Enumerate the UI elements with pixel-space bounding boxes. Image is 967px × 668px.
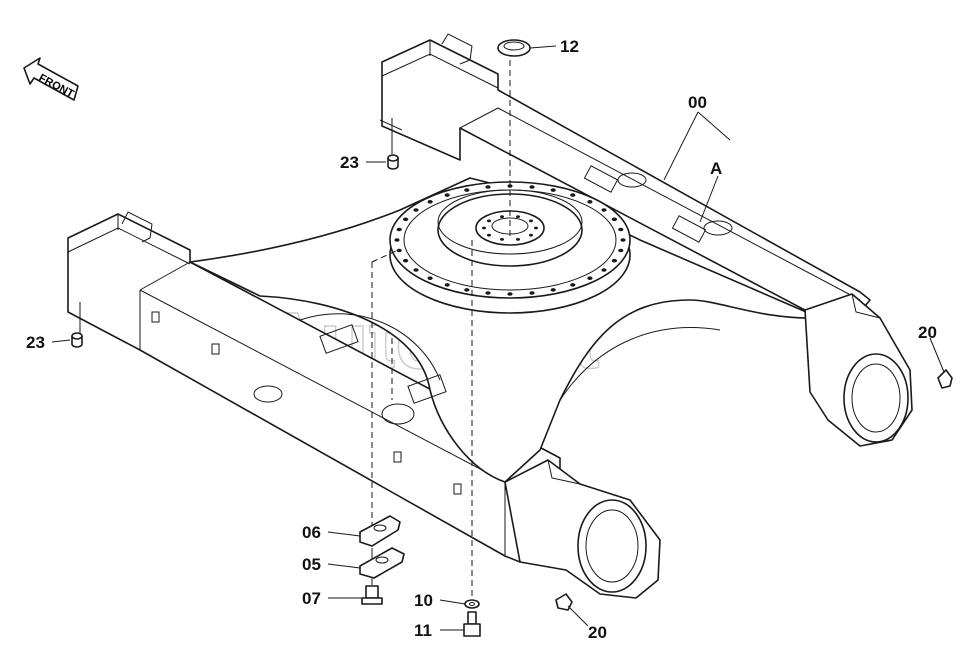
leader-lines	[51, 45, 945, 631]
bolt-hole	[464, 288, 470, 292]
callout-10: 10	[414, 591, 433, 610]
part-20-cap-rear	[937, 369, 953, 389]
bolt-hole	[444, 193, 450, 197]
bolt-hole	[601, 208, 607, 212]
bolt-hole	[427, 276, 433, 281]
bolt-hole	[464, 188, 470, 192]
track-frame-right-member	[379, 33, 871, 319]
bolt-hole	[570, 193, 576, 197]
bolt-hole	[403, 217, 409, 222]
bolt-hole	[570, 283, 576, 287]
callout-00: 00	[688, 93, 707, 112]
bolt-hole	[396, 248, 402, 253]
center-bolt-hole	[516, 238, 520, 241]
bolt-hole	[507, 292, 513, 296]
bearing-bolt-holes	[394, 184, 626, 296]
bolt-hole	[601, 268, 607, 272]
bolt-hole	[587, 276, 593, 281]
idler-bracket-rear	[804, 293, 913, 447]
center-frame-body	[189, 165, 821, 483]
center-bolt-hole	[487, 219, 491, 223]
callout-20-rear: 20	[918, 323, 937, 342]
part-11-bolt	[463, 611, 481, 637]
bolt-hole	[394, 238, 400, 242]
center-bolt-hole	[500, 238, 504, 241]
bolt-hole	[587, 200, 593, 204]
bolt-hole	[413, 208, 419, 212]
part-06-plate	[359, 515, 401, 547]
callout-a: A	[710, 159, 722, 178]
idler-bracket-front	[504, 459, 661, 599]
callout-23-upper: 23	[340, 153, 359, 172]
bolt-hole	[444, 283, 450, 287]
callout-07: 07	[302, 589, 321, 608]
bolt-hole	[611, 258, 618, 263]
center-bolt-hole	[482, 226, 486, 230]
swing-bearing-mount	[389, 181, 631, 314]
part-10-washer	[464, 599, 480, 609]
bolt-hole	[620, 238, 626, 242]
center-bolt-hole	[529, 219, 533, 223]
assembly-lines	[79, 60, 511, 600]
callout-20-front: 20	[588, 623, 607, 642]
bolt-hole	[413, 268, 419, 272]
center-bolt-hole	[516, 215, 520, 219]
center-bolt-hole	[500, 215, 504, 219]
center-bolt-hole	[529, 233, 533, 237]
track-frame-left-member	[67, 211, 561, 563]
center-bolt-hole	[534, 226, 538, 230]
bolt-hole	[485, 185, 491, 189]
bolt-hole	[611, 217, 618, 222]
bolt-hole	[427, 200, 433, 204]
callout-05: 05	[302, 555, 321, 574]
bolt-hole	[485, 291, 491, 295]
callout-12: 12	[560, 37, 579, 56]
bolt-hole	[550, 288, 556, 292]
bolt-hole	[529, 291, 535, 295]
part-05-plate	[359, 547, 405, 579]
bolt-hole	[529, 185, 535, 189]
part-23-plug-upper	[387, 154, 399, 170]
bolt-hole	[618, 248, 624, 253]
bolt-hole	[396, 227, 402, 232]
bolt-hole	[403, 258, 409, 263]
part-12-seal-ring	[497, 39, 531, 57]
callout-23-lower: 23	[26, 333, 45, 352]
callout-06: 06	[302, 523, 321, 542]
part-07-bolt	[361, 585, 383, 605]
part-23-plug-lower	[71, 332, 83, 348]
bolt-hole	[618, 227, 624, 232]
callout-11: 11	[414, 621, 432, 640]
front-arrow-icon: FRONT	[23, 57, 79, 101]
bolt-hole	[550, 188, 556, 192]
center-bolt-hole	[487, 233, 491, 237]
